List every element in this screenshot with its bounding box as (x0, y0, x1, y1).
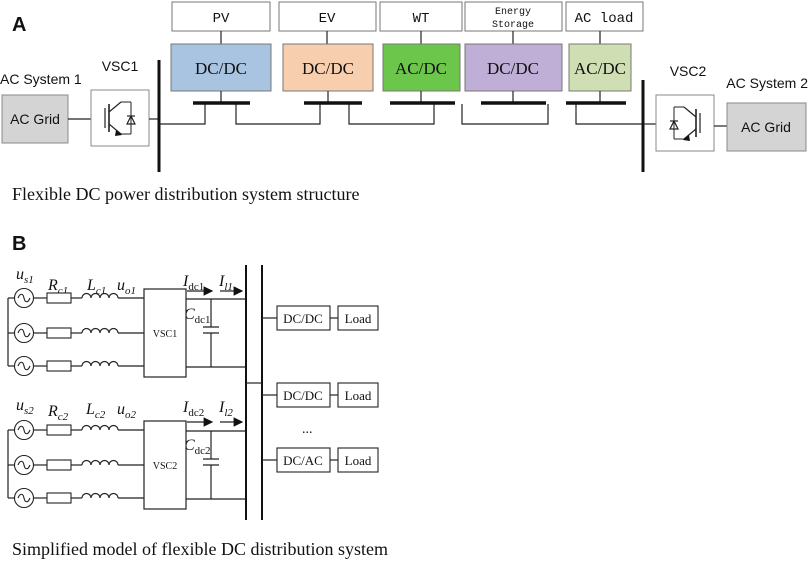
vsc2-model-label: VSC2 (153, 461, 177, 472)
load-label-3: Load (345, 453, 372, 468)
source-label-wt: WT (413, 11, 430, 27)
load-converter-label-2: DC/DC (283, 388, 323, 403)
vsc1-label: VSC1 (102, 58, 139, 74)
converter-label-wt: AC/DC (395, 59, 447, 78)
source-label-storage-line1: Energy (495, 7, 531, 18)
source-box-wt (379, 1, 463, 32)
lower-three-phase-group (7, 419, 144, 509)
source-label-acload: AC load (575, 11, 634, 27)
resistor-icon (46, 424, 72, 436)
label-cdc2: Cdc2 (184, 437, 211, 457)
vsc2-box (655, 94, 715, 152)
ac-grid-left-box (1, 94, 69, 144)
load-label-2: Load (345, 388, 372, 403)
source-box-storage (464, 1, 563, 32)
converter-label-ev: DC/DC (302, 59, 354, 78)
source-box-pv (171, 1, 271, 32)
load-ellipsis: ... (302, 422, 313, 437)
ac-source-icon (13, 287, 35, 309)
vsc2-dc-side (186, 417, 246, 500)
label-us1: us1 (16, 266, 34, 286)
source-branches: PV DC/DC EV DC/DC WT AC/DC Energy Storag… (170, 1, 644, 105)
vsc1-dc-side (186, 286, 246, 368)
ac-source-icon (13, 487, 35, 509)
load-label-1: Load (345, 311, 372, 326)
ac-source-icon (13, 454, 35, 476)
ac-grid-left-label: AC Grid (10, 111, 60, 127)
ac-source-icon (13, 355, 35, 377)
load-converter-label-1: DC/DC (283, 311, 323, 326)
vsc2-model-box (143, 420, 187, 510)
load-converter-box-3 (276, 447, 331, 473)
label-idc2: Idc2 (182, 399, 204, 419)
converter-label-acload: AC/DC (574, 59, 626, 78)
label-uo1: uo1 (117, 277, 136, 297)
source-box-acload (565, 1, 644, 32)
inductor-icon (81, 459, 119, 466)
converter-box-storage (464, 43, 563, 92)
label-rc2: Rc2 (47, 403, 69, 423)
load-converter-label-3: DC/AC (283, 453, 323, 468)
load-converter-box-1 (276, 305, 331, 331)
ac-system-1-label: AC System 1 (0, 71, 82, 87)
converter-label-pv: DC/DC (195, 59, 247, 78)
panel-b-label: B (12, 233, 26, 255)
inductor-icon (81, 360, 119, 367)
label-cdc1: Cdc1 (184, 306, 211, 326)
source-box-ev (278, 1, 377, 32)
ac-source-icon (13, 322, 35, 344)
ac-grid-right-box (726, 102, 807, 152)
source-label-storage-line2: Storage (492, 20, 534, 31)
inductor-icon (81, 327, 119, 334)
lower-group-labels: us2 Rc2 Lc2 uo2 Idc2 Il2 Cdc2 (16, 397, 233, 457)
label-lc2: Lc2 (85, 401, 106, 421)
converter-box-acload (568, 43, 632, 92)
converter-box-ev (282, 43, 374, 92)
source-label-pv: PV (213, 11, 230, 27)
resistor-icon (46, 292, 72, 304)
load-converter-box-2 (276, 382, 331, 408)
load-box-3 (337, 447, 379, 473)
resistor-icon (46, 492, 72, 504)
converter-box-wt (382, 43, 461, 92)
ac-system-2-label: AC System 2 (726, 75, 808, 91)
label-il2: Il2 (218, 399, 233, 419)
load-branch-2: DC/DC Load (246, 382, 379, 408)
label-il1: Il1 (218, 273, 233, 293)
vsc1-model-box (143, 288, 187, 378)
source-label-ev: EV (319, 11, 336, 27)
panel-a-label: A (12, 14, 26, 36)
inductor-icon (81, 424, 119, 431)
label-uo2: uo2 (117, 401, 137, 421)
dc-line (159, 104, 643, 125)
resistor-icon (46, 459, 72, 471)
resistor-icon (46, 327, 72, 339)
upper-three-phase-group (7, 287, 144, 377)
ac-grid-right-label: AC Grid (741, 119, 791, 135)
load-branch-3: DC/AC Load (262, 447, 379, 473)
panel-a-caption: Flexible DC power distribution system st… (12, 184, 359, 204)
vsc1-box (90, 89, 150, 147)
vsc2-label: VSC2 (670, 63, 707, 79)
vsc1-model-label: VSC1 (153, 329, 177, 340)
load-box-2 (337, 382, 379, 408)
load-box-1 (337, 305, 379, 331)
label-us2: us2 (16, 397, 34, 417)
converter-box-pv (170, 43, 272, 92)
resistor-icon (46, 360, 72, 372)
inductor-icon (81, 492, 119, 499)
panel-b-caption: Simplified model of flexible DC distribu… (12, 539, 388, 559)
load-branch-1: DC/DC Load (262, 305, 379, 331)
ac-source-icon (13, 419, 35, 441)
converter-label-storage: DC/DC (487, 59, 539, 78)
